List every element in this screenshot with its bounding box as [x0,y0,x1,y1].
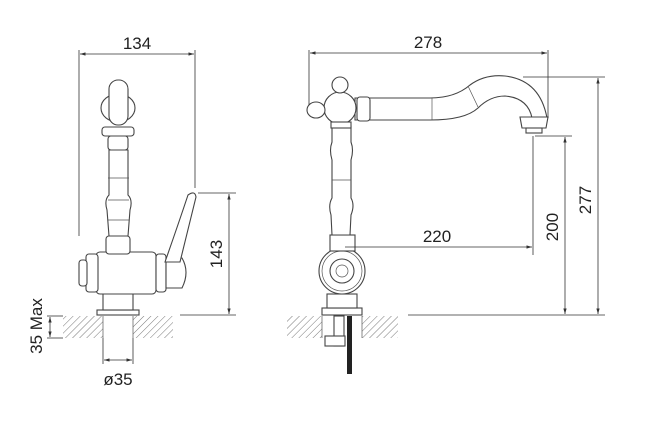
aerator [519,116,549,129]
mixer-body [95,251,157,295]
top-knob [331,76,349,94]
side-knob [306,101,326,119]
spout-top [108,79,129,126]
spout-clearance-label: 200 [543,213,562,241]
column [105,149,132,237]
valve-ball [323,91,357,125]
hole-diameter-label: ø35 [103,370,132,389]
deck-thickness-label: 35 Max [27,298,46,354]
spout [354,75,548,121]
overall-height-label: 277 [576,186,595,214]
reach-label: 220 [423,227,451,246]
deck-section-left [287,316,322,338]
deck-section-left [63,316,103,338]
supply-hose [347,316,352,374]
deck-section-right [362,316,398,338]
width-label: 134 [123,34,151,53]
base-plate [96,309,140,316]
deck-section-right [133,316,173,338]
overall-width-label: 278 [414,33,442,52]
side-view: 134 143 35 Max ø35 [27,34,236,389]
column [329,125,354,236]
handle-height-label: 143 [207,240,226,268]
front-view: 278 220 200 277 [287,33,605,374]
lever-handle [164,192,197,263]
base-plate [321,307,363,316]
